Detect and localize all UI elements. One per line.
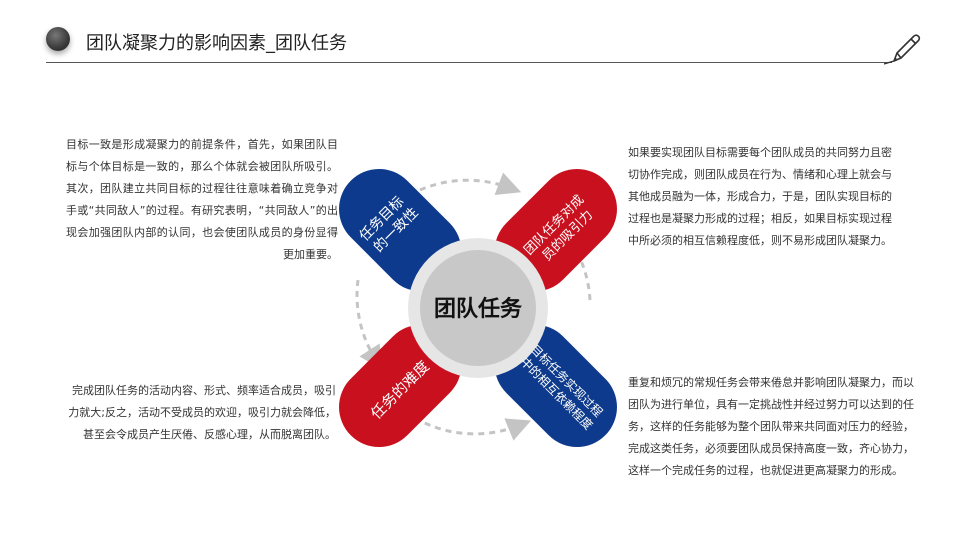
page-title: 团队凝聚力的影响因素_团队任务 — [86, 33, 347, 54]
task-factors-diagram: 任务目标 的一致性 团队任务对成 员的吸引力 任务的难度 目标任务实现过程 中的… — [339, 169, 617, 447]
text-task-attractiveness: 重复和烦冗的常规任务会带来倦怠并影响团队凝聚力，而以团队为进行单位，具有一定挑战… — [628, 376, 914, 477]
center-label: 团队任务 — [434, 296, 523, 322]
center-circle — [420, 250, 536, 366]
text-task-interdependence: 如果要实现团队目标需要每个团队成员的共同努力且密切协作完成，则团队成员在行为、情… — [628, 146, 892, 247]
header-bullet-dot — [46, 27, 70, 51]
text-task-difficulty: 完成团队任务的活动内容、形式、频率适合成员，吸引力就大;反之，活动不受成员的欢迎… — [68, 384, 336, 441]
header-divider — [46, 62, 892, 63]
pen-icon — [884, 34, 921, 65]
text-task-goal-consistency: 目标一致是形成凝聚力的前提条件，首先，如果团队目标与个体目标是一致的，那么个体就… — [66, 138, 338, 261]
